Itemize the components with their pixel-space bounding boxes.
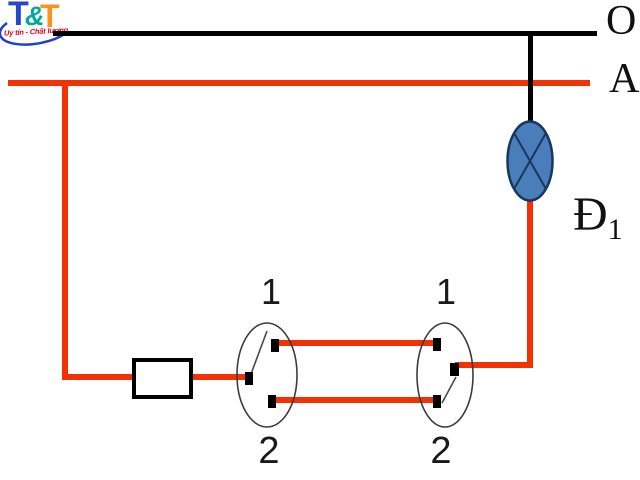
switch-right-common-contact [450,363,459,376]
fuse [132,358,193,399]
logo-letter-t2: T [40,0,60,34]
neutral-bus-label: O [606,0,637,44]
switch-left-terminal-2-label: 2 [258,430,280,472]
logo-swoosh-icon [0,21,67,46]
lamp-neutral-wire [528,33,533,123]
live-bus-label: A [609,56,640,102]
fuse-output-wire [193,374,250,380]
lamp-label-subscript: 1 [607,213,623,246]
logo: T & T Uy tín - Chất lượng [0,0,100,50]
switch-left-terminal-2-contact [268,395,276,408]
switch-right [416,322,474,428]
lamp-icon [506,120,554,202]
live-bus-wire-A [8,80,590,86]
switch-right-terminal-1-contact [433,338,441,351]
lamp-label: Đ1 [573,191,623,245]
switch-right-terminal-2-label: 2 [430,430,452,472]
switch-right-lever [441,376,457,404]
switch-right-common-wire [455,362,533,368]
logo-letter-t1: T [8,0,29,33]
traveler-wire-1 [275,340,436,346]
switch-left-body [236,322,298,428]
lamp-live-wire [527,200,533,368]
switch-left-terminal-1-label: 1 [260,271,282,312]
switch-left [236,322,298,428]
switch-left-terminal-1-contact [271,339,279,352]
switch-right-terminal-2-contact [433,395,441,408]
neutral-bus-wire-O [53,31,597,36]
live-drop-wire [62,86,68,379]
fuse-input-wire [62,374,134,380]
switch-right-body [416,322,474,428]
switch-left-lever [250,330,268,375]
switch-left-common-contact [245,372,253,385]
traveler-wire-2 [272,397,436,403]
lamp-cross-line-2 [513,132,547,190]
lamp-label-letter: Đ [573,188,608,241]
logo-ampersand: & [25,1,45,31]
switch-right-terminal-1-label: 1 [435,271,457,312]
